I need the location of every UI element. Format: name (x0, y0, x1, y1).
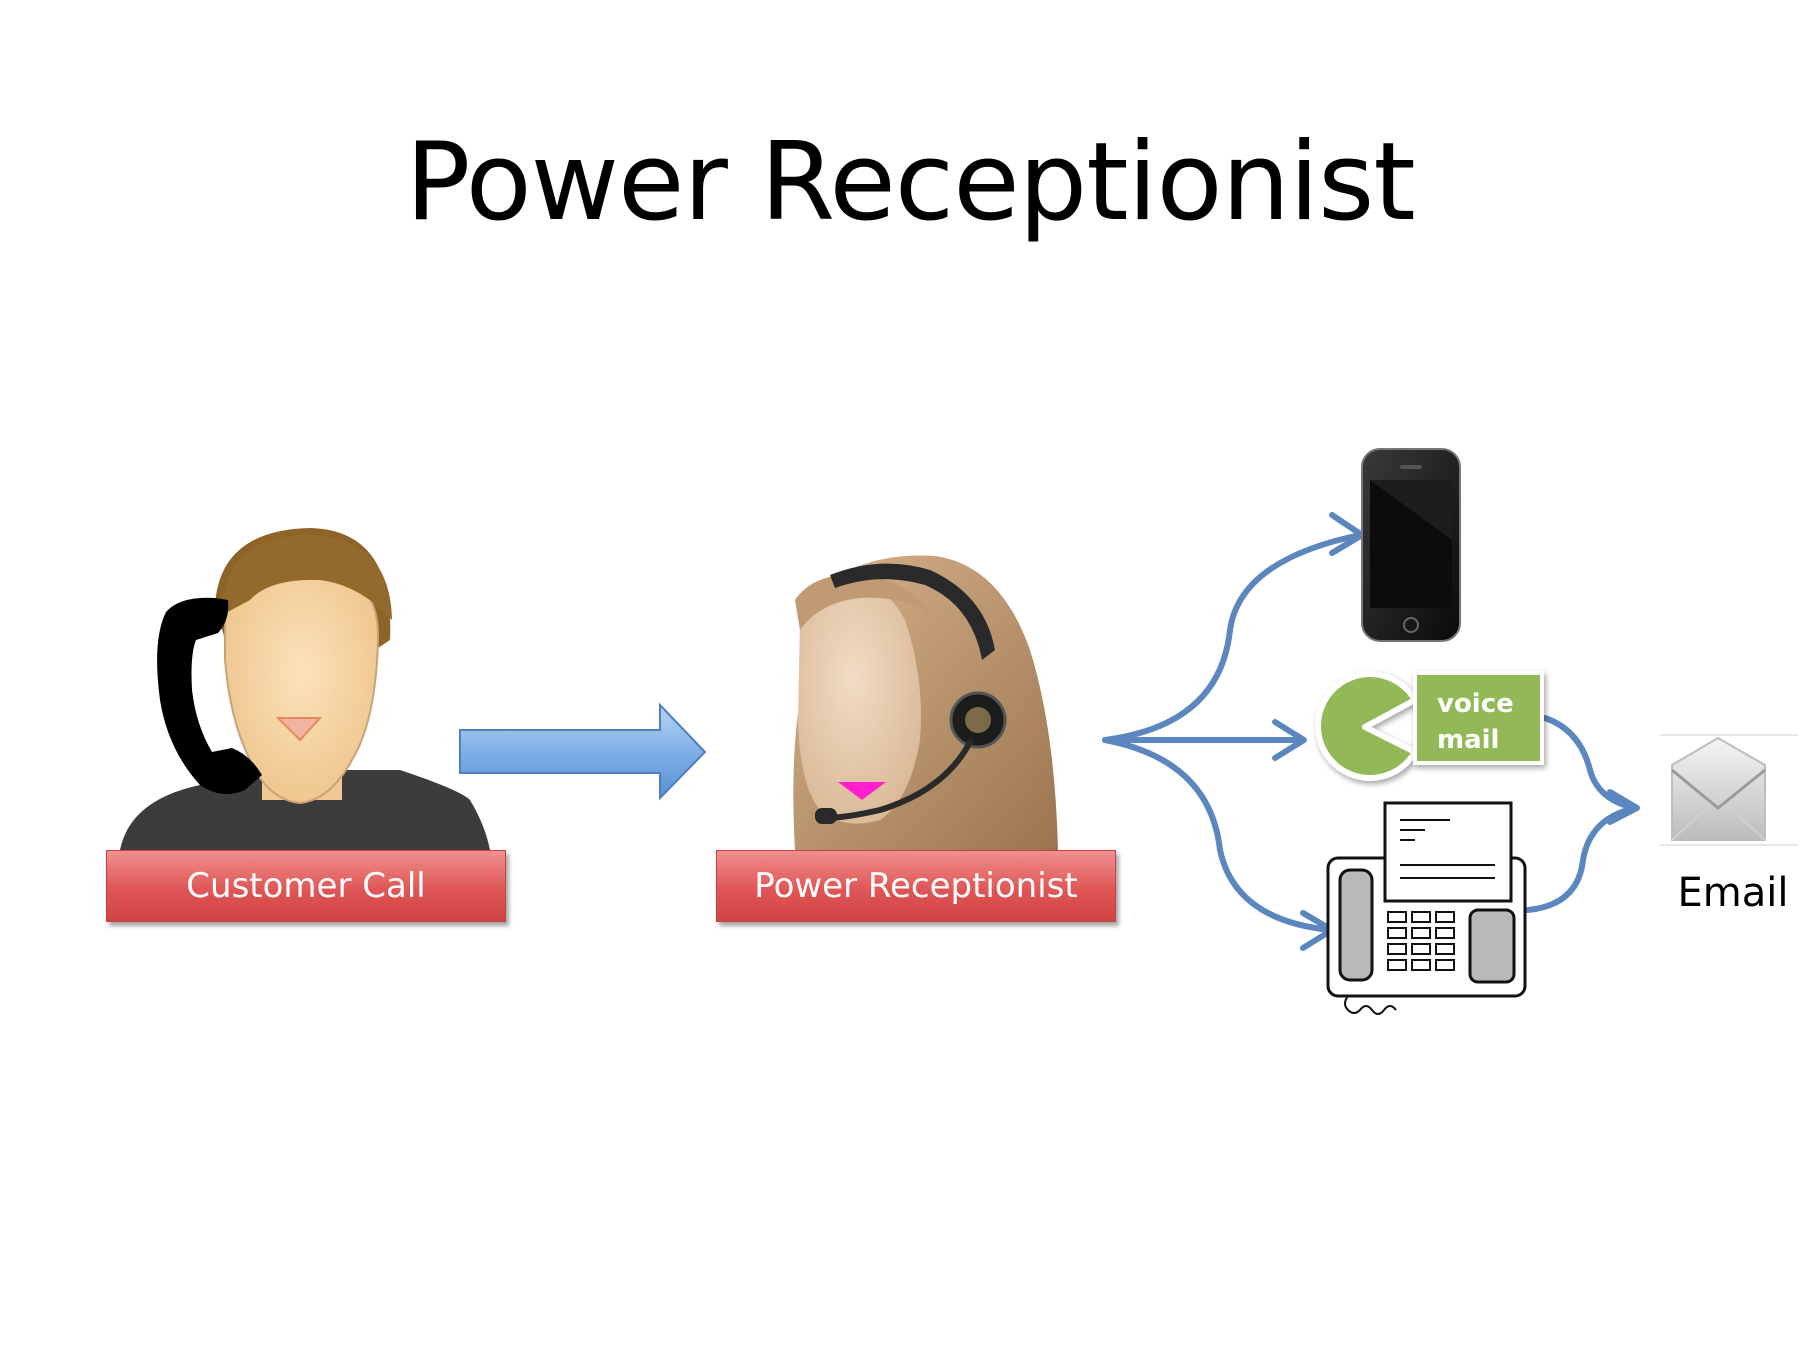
arrow-to-fax (1102, 737, 1333, 933)
arrowhead-phone (1329, 512, 1365, 556)
email-label: Email (1677, 870, 1789, 916)
voicemail-line2: mail (1437, 725, 1499, 755)
customer-call-label: Customer Call (106, 850, 506, 922)
smartphone-icon (1361, 448, 1461, 642)
power-receptionist-label: Power Receptionist (716, 850, 1116, 922)
customer-person-icon (120, 528, 490, 850)
arrow-voicemail-to-email (1542, 715, 1638, 811)
receptionist-headset-icon (793, 555, 1058, 850)
voicemail-line1: voice (1437, 689, 1514, 719)
arrowhead-voicemail (1272, 719, 1307, 761)
page-title: Power Receptionist (405, 120, 1415, 245)
fax-machine-icon (1326, 801, 1527, 1015)
arrowhead-email (1607, 789, 1640, 825)
envelope-icon (1660, 734, 1798, 846)
arrow-fax-to-email (1525, 805, 1638, 913)
voicemail-icon: voice mail (1314, 671, 1544, 781)
flow-arrow (459, 702, 707, 801)
telephone-handset-icon (157, 597, 262, 794)
arrow-to-phone (1102, 532, 1363, 743)
